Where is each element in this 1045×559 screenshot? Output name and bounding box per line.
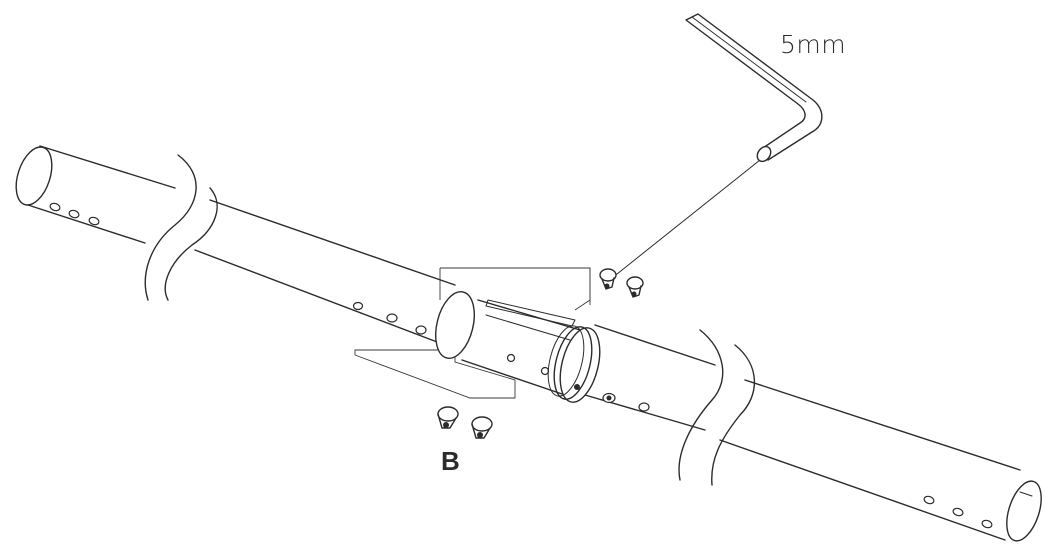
hex-key-icon [685,13,823,163]
tube-holes-center [352,301,427,335]
leader-line [611,159,761,279]
screw-icon [437,406,493,439]
hex-key-size-label: 5mm [780,30,847,59]
tube-icon [15,145,1042,542]
screw-icon [599,268,644,298]
tube-holes-far-right [923,495,993,529]
part-b-label: B [441,446,460,476]
coupler-sleeve-icon [354,267,601,403]
tube-holes-left [49,202,100,226]
tube-holes-right [602,392,650,412]
